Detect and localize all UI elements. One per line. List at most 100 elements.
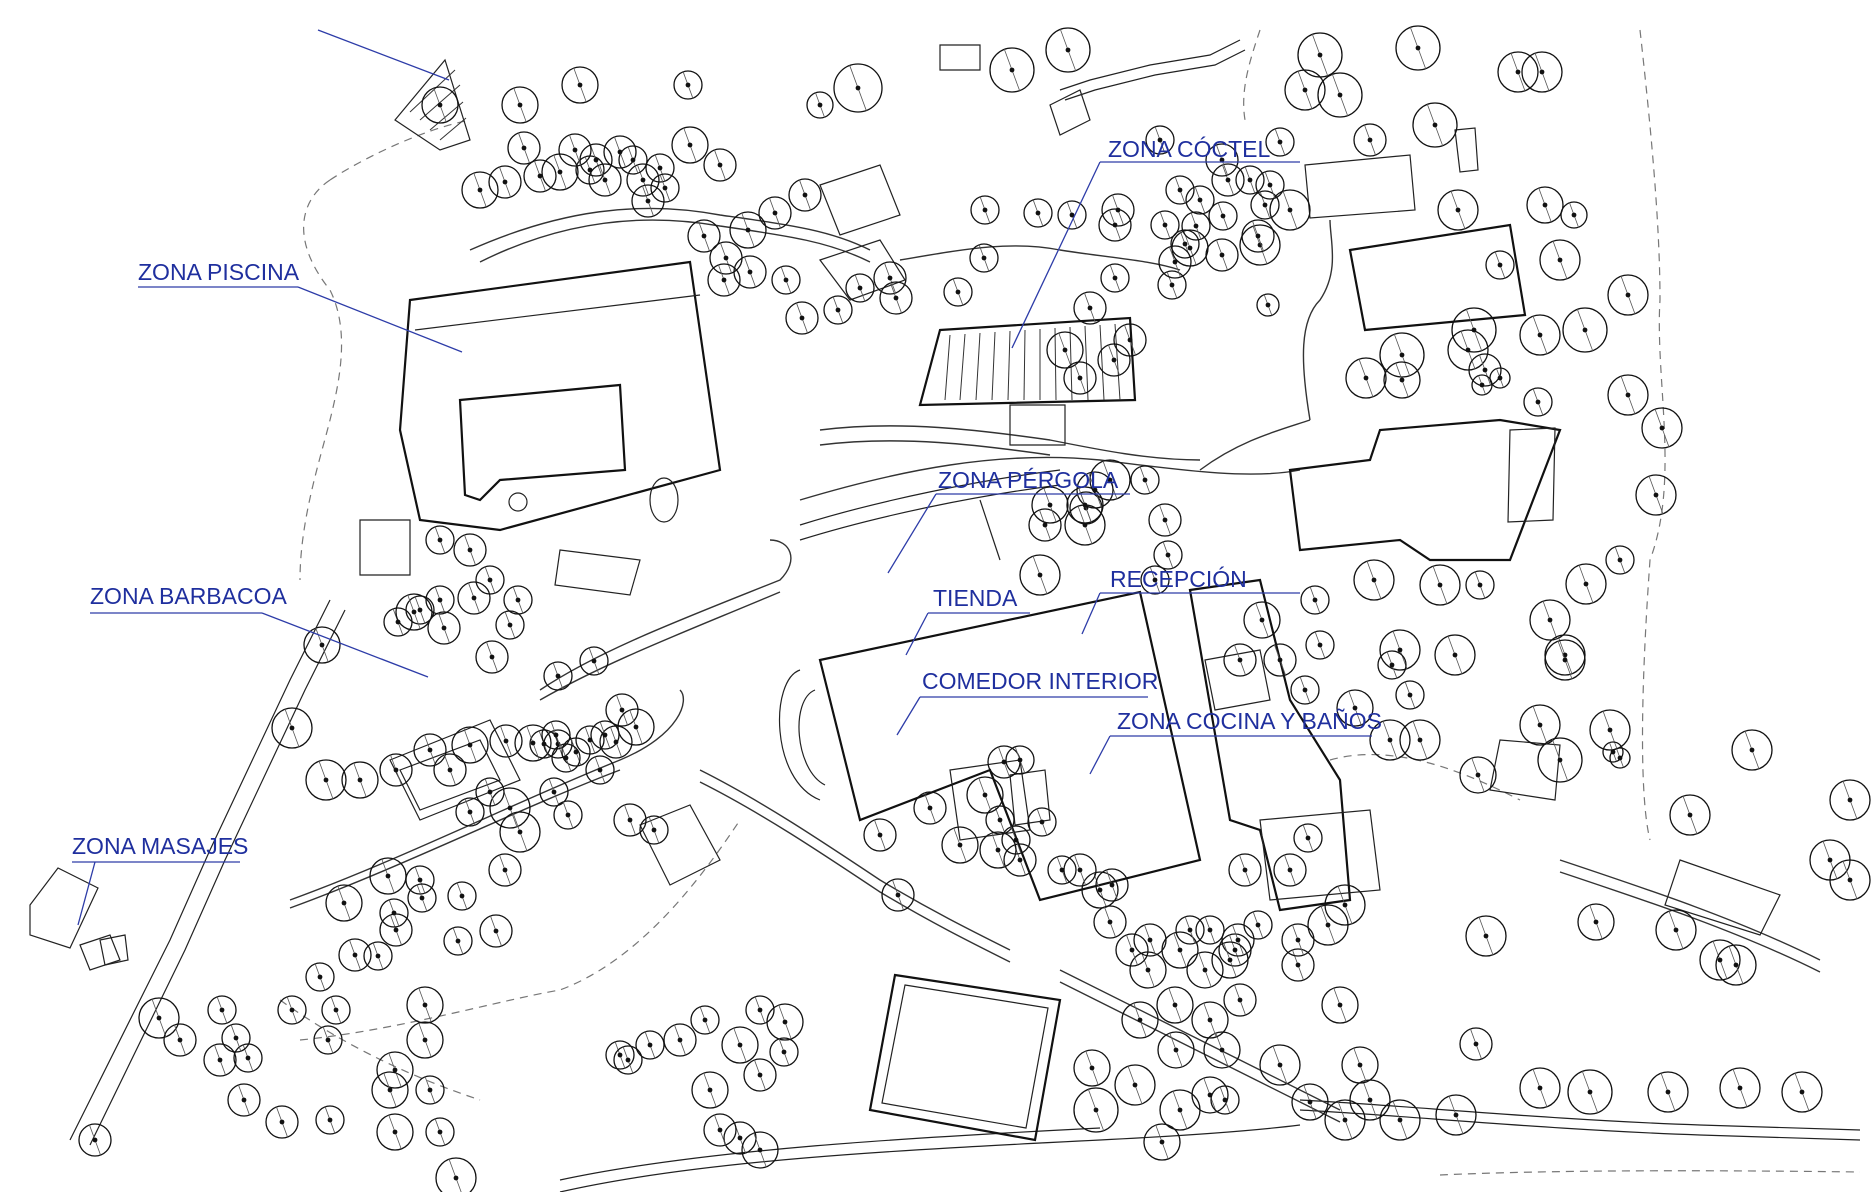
tree-symbol <box>1031 486 1069 524</box>
tree-symbol <box>1399 719 1441 761</box>
tree-symbol <box>1228 853 1262 887</box>
tree-symbol <box>1379 1099 1421 1141</box>
tree-symbol <box>425 1117 455 1147</box>
tree-symbol <box>1519 1067 1561 1109</box>
tree-symbol <box>425 585 455 615</box>
tree-trunk <box>1097 887 1103 893</box>
tree-trunk <box>1109 882 1115 888</box>
tree-trunk <box>717 1127 723 1133</box>
tree-trunk <box>1182 241 1188 247</box>
tree-trunk <box>723 255 729 261</box>
tree-symbol <box>1263 643 1297 677</box>
tree-symbol <box>1153 540 1183 570</box>
tree-trunk <box>757 1072 763 1078</box>
tree-trunk <box>1169 282 1175 288</box>
tree-trunk <box>1255 922 1261 928</box>
tree-symbol <box>539 777 569 807</box>
tree-symbol <box>758 196 792 230</box>
tree-trunk <box>1255 233 1261 239</box>
tree-symbol <box>645 153 675 183</box>
tree-symbol <box>617 708 655 746</box>
tree-symbol <box>395 593 433 631</box>
north-east-building <box>1304 127 1527 332</box>
tree-trunk <box>701 233 707 239</box>
tree-symbol <box>203 1043 237 1077</box>
tree-trunk <box>1607 727 1613 733</box>
tree-symbol <box>979 831 1017 869</box>
tree-trunk <box>557 169 563 175</box>
tree-trunk <box>467 809 473 815</box>
tree-trunk <box>857 285 863 291</box>
tree-trunk <box>1232 947 1238 953</box>
tree-symbol <box>1395 25 1441 71</box>
tree-trunk <box>772 210 778 216</box>
tree-symbol <box>1269 189 1311 231</box>
tree-symbol <box>575 725 605 755</box>
tree-symbol <box>605 1040 635 1070</box>
tree-trunk <box>1397 647 1403 653</box>
tree-trunk <box>1733 962 1739 968</box>
tree-trunk <box>1497 375 1503 381</box>
tree-symbol <box>690 1005 720 1035</box>
tree-symbol <box>1607 374 1649 416</box>
tree-symbol <box>1211 163 1245 197</box>
tree-trunk <box>1177 947 1183 953</box>
tree-symbol <box>1241 219 1275 253</box>
tree-symbol <box>1669 794 1711 836</box>
tree-trunk <box>1242 867 1248 873</box>
tree-trunk <box>1659 425 1665 431</box>
tree-symbol <box>1003 843 1037 877</box>
tree-symbol <box>227 1083 261 1117</box>
tree-trunk <box>323 777 329 783</box>
tree-symbol <box>1607 274 1649 316</box>
tree-trunk <box>1235 937 1241 943</box>
kitchen-building <box>1188 578 1381 912</box>
tree-trunk <box>1047 502 1053 508</box>
tree-symbol <box>413 733 447 767</box>
tree-symbol <box>553 800 583 830</box>
tree-symbol <box>1158 245 1192 279</box>
tree-symbol <box>1143 1123 1181 1161</box>
tree-trunk <box>1479 382 1485 388</box>
tree-trunk <box>177 1037 183 1043</box>
tree-trunk <box>677 1037 683 1043</box>
tree-trunk <box>745 227 751 233</box>
tree-trunk <box>1827 857 1833 863</box>
tree-symbol <box>1715 944 1757 986</box>
tree-symbol <box>833 63 883 113</box>
tree-trunk <box>957 842 963 848</box>
tree-symbol <box>1468 353 1502 387</box>
tree-trunk <box>507 805 513 811</box>
tree-symbol <box>1185 185 1215 215</box>
tree-trunk <box>1307 1099 1313 1105</box>
tree-trunk <box>707 1087 713 1093</box>
tree-trunk <box>1259 617 1265 623</box>
tree-symbol <box>1027 807 1057 837</box>
label-zona-piscina: ZONA PISCINA <box>138 259 463 353</box>
tree-symbol <box>1781 1071 1823 1113</box>
tree-trunk <box>1157 137 1163 143</box>
tree-trunk <box>1001 759 1007 765</box>
tree-symbol <box>1485 250 1515 280</box>
tree-symbol <box>489 724 523 758</box>
tree-trunk <box>1357 1062 1363 1068</box>
tree-trunk <box>391 910 397 916</box>
tree-trunk <box>782 1019 788 1025</box>
tree-trunk <box>982 207 988 213</box>
tree-trunk <box>1059 867 1065 873</box>
tree-trunk <box>1363 375 1369 381</box>
tree-trunk <box>1475 772 1481 778</box>
svg-text:ZONA BARBACOA: ZONA BARBACOA <box>90 583 287 609</box>
tree-trunk <box>565 812 571 818</box>
tree-trunk <box>1367 1097 1373 1103</box>
tree-symbol <box>1521 51 1563 93</box>
tree-trunk <box>1017 757 1023 763</box>
tree-trunk <box>156 1015 162 1021</box>
tree-trunk <box>757 1147 763 1153</box>
tree-symbol <box>271 707 313 749</box>
tree-symbol <box>325 884 363 922</box>
tree-symbol <box>1186 951 1224 989</box>
tree-symbol <box>1243 601 1281 639</box>
tree-trunk <box>1673 927 1679 933</box>
tree-symbol <box>1191 1076 1229 1114</box>
